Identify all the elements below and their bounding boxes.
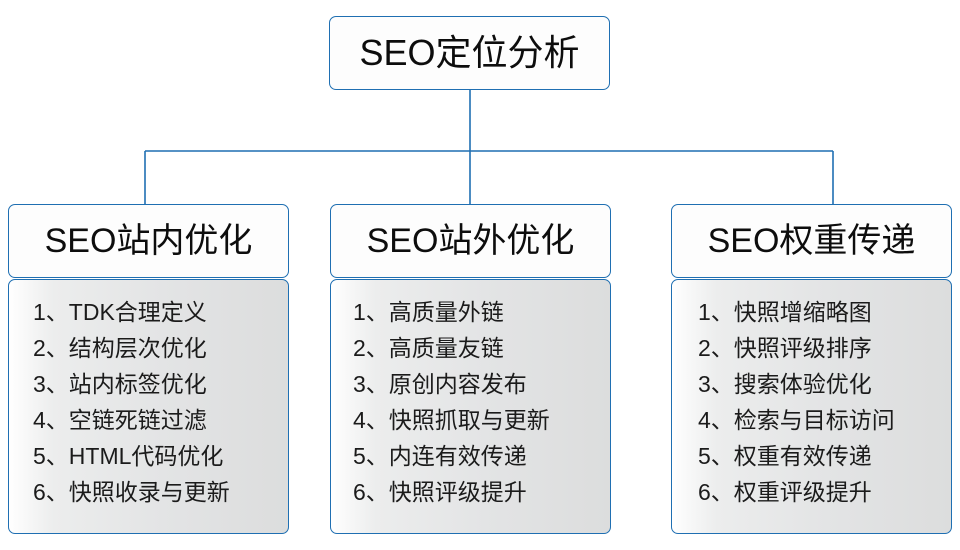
branch-header-off-site[interactable]: SEO站外优化 (330, 204, 611, 278)
list-item: 6、权重评级提升 (698, 479, 872, 505)
list-item: 3、搜索体验优化 (698, 371, 872, 397)
branch-header-label: SEO权重传递 (707, 222, 916, 260)
list-item: 2、高质量友链 (353, 335, 504, 361)
list-item: 4、检索与目标访问 (698, 407, 895, 433)
list-item: 2、快照评级排序 (698, 335, 872, 361)
list-item: 2、结构层次优化 (33, 335, 207, 361)
branch-on-site: SEO站内优化 1、TDK合理定义 2、结构层次优化 3、站内标签优化 4、空链… (8, 204, 289, 534)
list-item: 4、快照抓取与更新 (353, 407, 550, 433)
list-item: 5、HTML代码优化 (33, 443, 224, 469)
root-node-label: SEO定位分析 (359, 32, 580, 73)
list-item: 6、快照收录与更新 (33, 479, 230, 505)
branch-list-weight-transfer: 1、快照增缩略图 2、快照评级排序 3、搜索体验优化 4、检索与目标访问 5、权… (671, 279, 952, 534)
list-item: 3、站内标签优化 (33, 371, 207, 397)
list-item: 5、内连有效传递 (353, 443, 527, 469)
branch-header-label: SEO站内优化 (44, 222, 253, 260)
root-node[interactable]: SEO定位分析 (329, 16, 610, 90)
branch-off-site: SEO站外优化 1、高质量外链 2、高质量友链 3、原创内容发布 4、快照抓取与… (330, 204, 611, 534)
list-item: 1、快照增缩略图 (698, 299, 872, 325)
branch-header-label: SEO站外优化 (366, 222, 575, 260)
list-item: 4、空链死链过滤 (33, 407, 207, 433)
branch-weight-transfer: SEO权重传递 1、快照增缩略图 2、快照评级排序 3、搜索体验优化 4、检索与… (671, 204, 952, 534)
list-item: 6、快照评级提升 (353, 479, 527, 505)
branch-list-on-site: 1、TDK合理定义 2、结构层次优化 3、站内标签优化 4、空链死链过滤 5、H… (8, 279, 289, 534)
branch-header-weight-transfer[interactable]: SEO权重传递 (671, 204, 952, 278)
list-item: 1、TDK合理定义 (33, 299, 207, 325)
branch-header-on-site[interactable]: SEO站内优化 (8, 204, 289, 278)
list-item: 3、原创内容发布 (353, 371, 527, 397)
list-item: 1、高质量外链 (353, 299, 504, 325)
list-item: 5、权重有效传递 (698, 443, 872, 469)
branch-list-off-site: 1、高质量外链 2、高质量友链 3、原创内容发布 4、快照抓取与更新 5、内连有… (330, 279, 611, 534)
